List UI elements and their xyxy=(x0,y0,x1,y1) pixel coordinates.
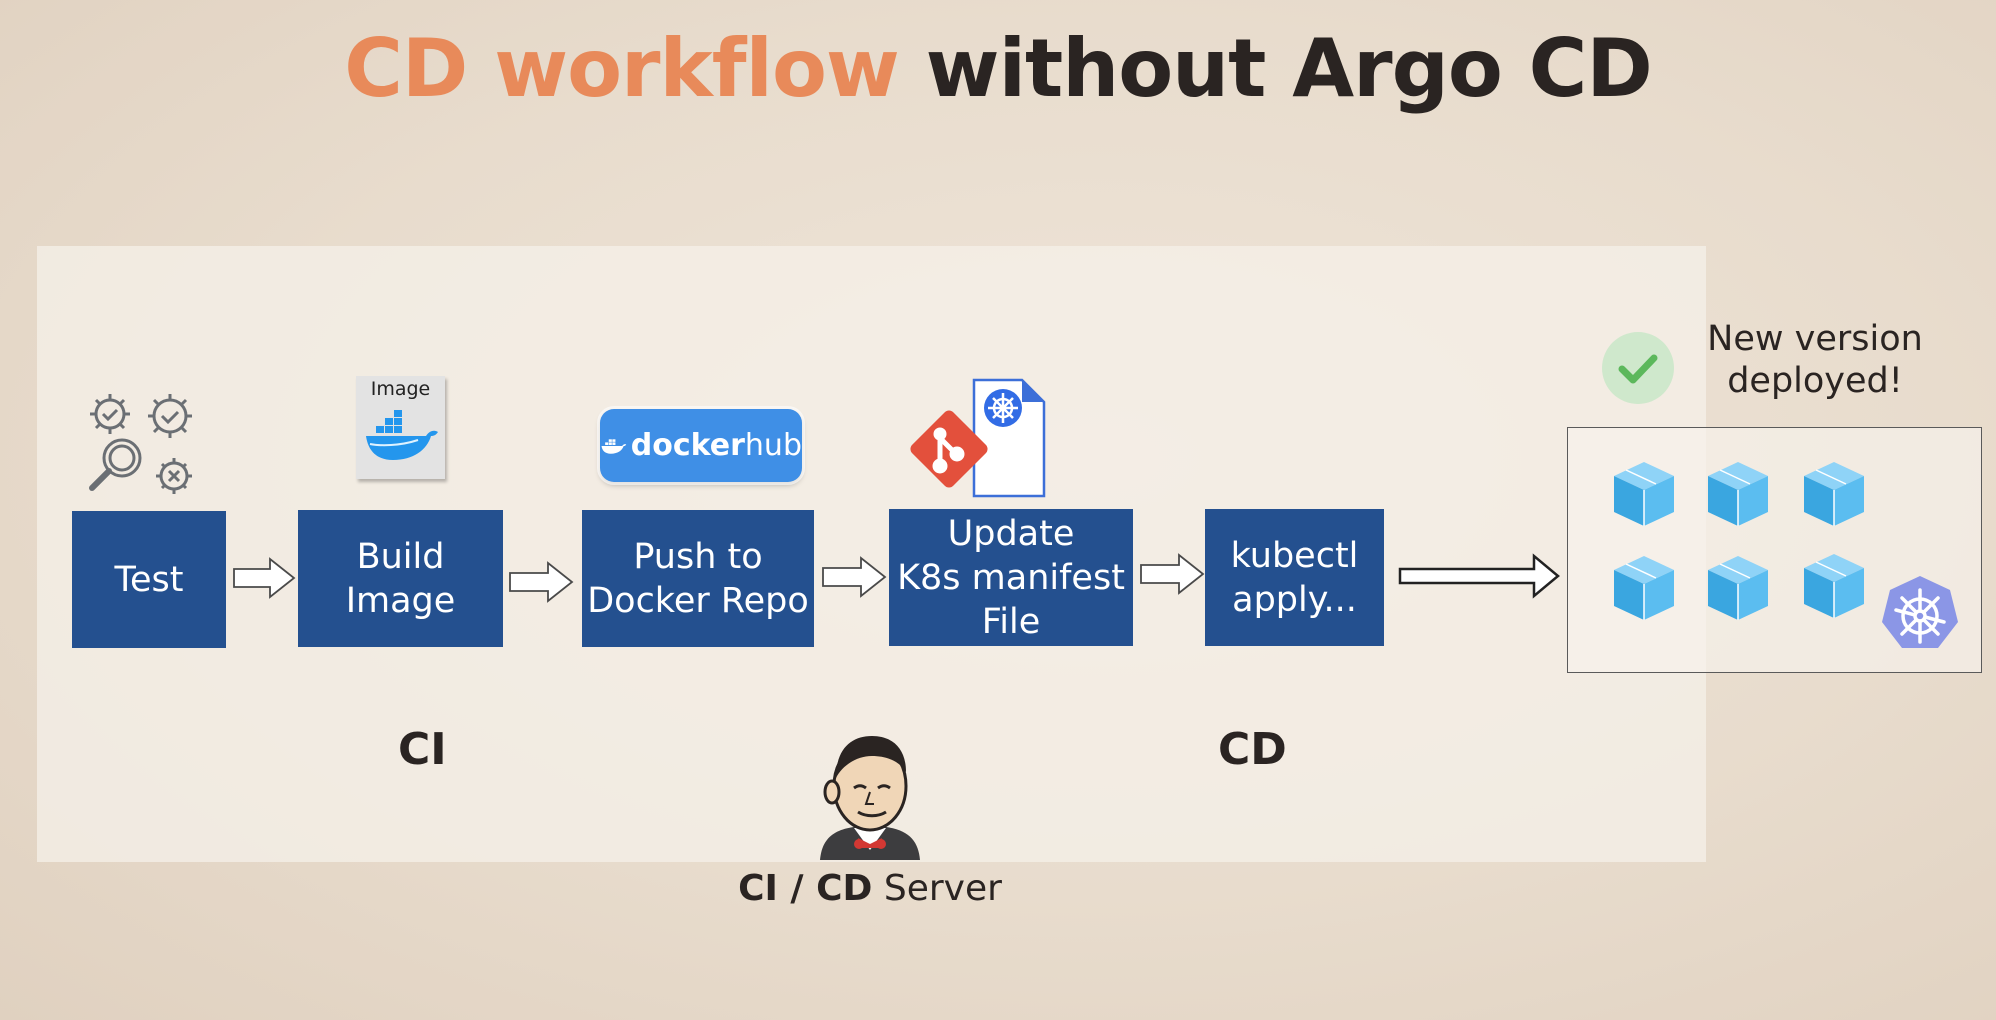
pod-icon xyxy=(1613,555,1675,621)
step-test: Test xyxy=(72,511,226,648)
dockerhub-logo: dockerhub xyxy=(600,409,802,482)
pod-icon xyxy=(1803,553,1865,619)
check-circle-icon xyxy=(1602,332,1674,404)
pod-icon xyxy=(1707,461,1769,527)
docker-whale-icon xyxy=(601,438,627,454)
gears-magnifier-icon xyxy=(89,394,192,494)
git-and-k8s-manifest-icon xyxy=(910,378,1046,498)
arrow-test-to-build xyxy=(233,557,296,599)
title-accent: CD workflow xyxy=(344,22,900,115)
docker-whale-icon xyxy=(366,410,438,460)
step-update-manifest: Update K8s manifest File xyxy=(889,509,1133,646)
step-push-docker-repo: Push to Docker Repo xyxy=(582,510,814,647)
arrow-update-to-kubectl xyxy=(1140,553,1205,595)
pod-icon xyxy=(1707,555,1769,621)
step-kubectl-apply: kubectl apply... xyxy=(1205,509,1384,646)
step-test-label: Test xyxy=(114,559,184,600)
pod-icon xyxy=(1613,461,1675,527)
arrow-kubectl-to-cluster xyxy=(1398,553,1560,599)
kubernetes-icon xyxy=(1882,576,1958,648)
pod-icon xyxy=(1803,461,1865,527)
stage-ci-label: CI xyxy=(398,724,447,775)
jenkins-icon xyxy=(820,736,920,860)
deployed-status-text: New version deployed! xyxy=(1707,319,1923,401)
arrow-build-to-push xyxy=(509,561,574,603)
step-kubectl-label: kubectl apply... xyxy=(1230,535,1359,620)
stage-cd-label: CD xyxy=(1218,724,1287,775)
page-title: CD workflow without Argo CD xyxy=(0,22,1996,115)
ci-cd-server-label: CI / CD Server xyxy=(738,868,1002,909)
title-rest: without Argo CD xyxy=(925,22,1653,115)
docker-image-icon: Image xyxy=(356,376,445,479)
dockerhub-wordmark: dockerhub xyxy=(630,428,802,463)
arrow-push-to-update xyxy=(822,556,887,598)
step-push-label: Push to Docker Repo xyxy=(587,536,809,621)
step-build-image-label: Build Image xyxy=(345,536,456,621)
pods-grid xyxy=(1613,461,1865,621)
image-card-label: Image xyxy=(370,378,431,400)
step-update-manifest-label: Update K8s manifest File xyxy=(897,513,1125,642)
step-build-image: Build Image xyxy=(298,510,503,647)
